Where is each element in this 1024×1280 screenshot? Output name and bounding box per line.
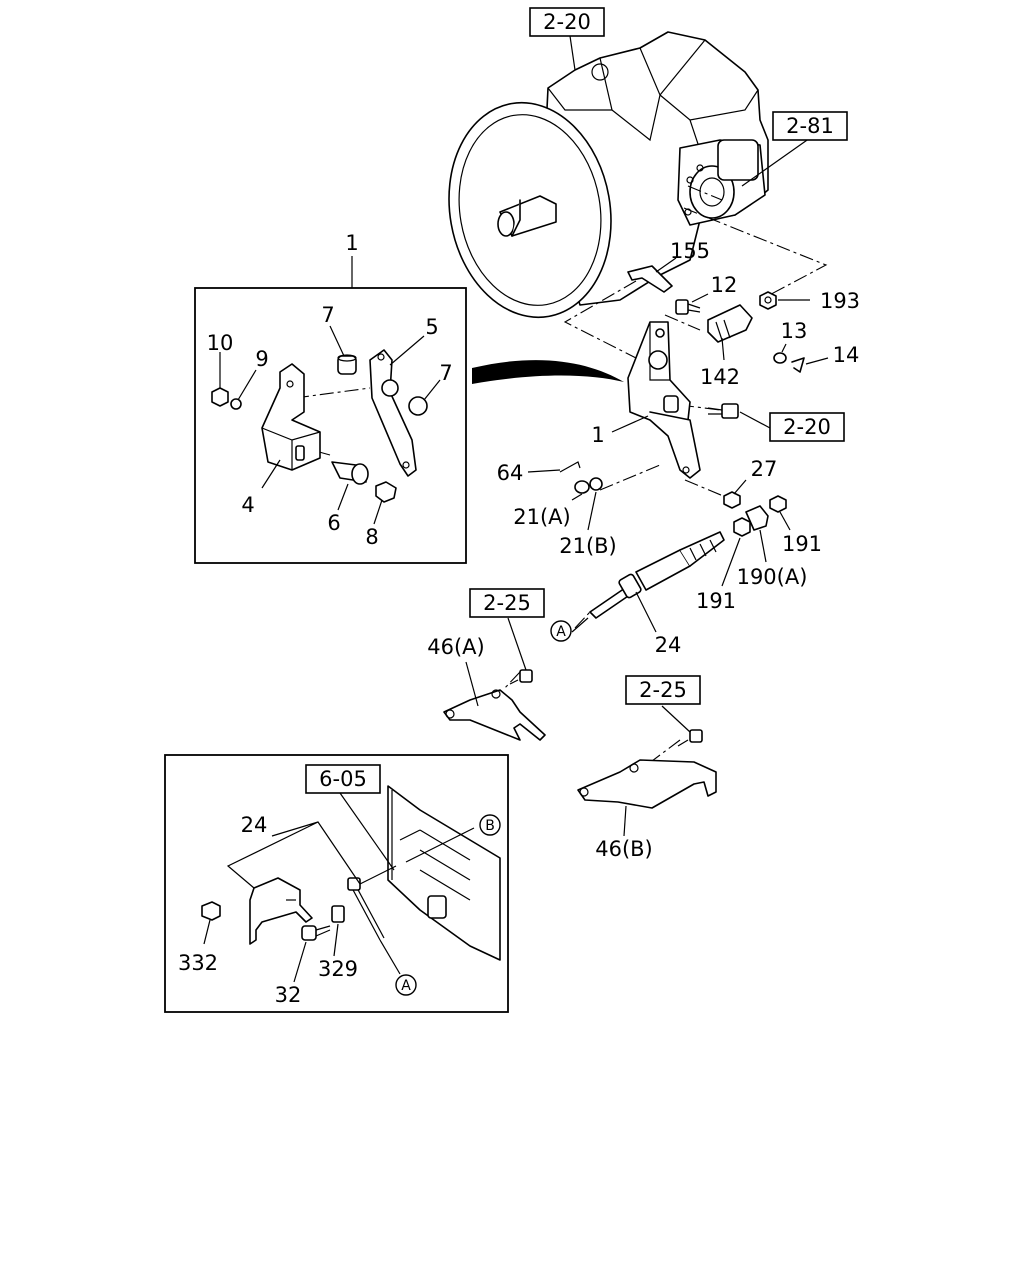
ref-box-2-25-b[interactable]: 2-25	[625, 675, 701, 705]
label-27: 27	[751, 457, 778, 481]
label-155: 155	[670, 239, 710, 263]
small-parts-main	[559, 265, 805, 537]
label-1-inset: 1	[345, 231, 358, 255]
label-142: 142	[700, 365, 740, 389]
svg-text:2-81: 2-81	[786, 114, 834, 138]
inset-cab-parts	[201, 785, 501, 961]
bracket-46b	[577, 729, 717, 809]
label-24: 24	[655, 633, 682, 657]
label-332: 332	[178, 951, 218, 975]
detail-arrow	[472, 360, 624, 384]
svg-text:A: A	[556, 624, 566, 640]
label-7a: 7	[321, 303, 334, 327]
ref-box-6-05[interactable]: 6-05	[305, 764, 381, 794]
callout-a-main: A	[550, 620, 572, 642]
part-labels: 1 10 9 7 5 7 4 6 8 155 12 193 13 14 142 …	[178, 231, 860, 1007]
callout-a-inset: A	[395, 974, 417, 996]
inset-box-bracket	[194, 287, 467, 564]
label-7b: 7	[439, 361, 452, 385]
svg-text:2-25: 2-25	[639, 678, 687, 702]
svg-text:2-20: 2-20	[543, 10, 591, 34]
label-13: 13	[781, 319, 808, 343]
transmission-housing	[448, 31, 769, 319]
label-21a: 21(A)	[513, 505, 570, 529]
control-cable	[589, 531, 725, 619]
ref-box-2-81[interactable]: 2-81	[772, 111, 848, 141]
label-190a: 190(A)	[737, 565, 808, 589]
callout-b-inset: B	[479, 814, 501, 836]
ref-box-2-25-a[interactable]: 2-25	[469, 588, 545, 618]
label-46a: 46(A)	[427, 635, 484, 659]
label-46b: 46(B)	[595, 837, 653, 861]
assembly-lines	[294, 185, 828, 771]
label-32: 32	[275, 983, 302, 1007]
leader-lines	[203, 35, 829, 983]
label-6: 6	[327, 511, 340, 535]
label-10: 10	[207, 331, 234, 355]
label-21b: 21(B)	[559, 534, 617, 558]
label-193: 193	[820, 289, 860, 313]
label-64: 64	[497, 461, 524, 485]
label-8: 8	[365, 525, 378, 549]
label-24-inset: 24	[241, 813, 268, 837]
bracket-46a	[443, 669, 546, 741]
label-5: 5	[425, 315, 438, 339]
label-191-right: 191	[782, 532, 822, 556]
svg-text:2-20: 2-20	[783, 415, 831, 439]
svg-text:B: B	[485, 818, 495, 834]
ref-box-2-20-bolt[interactable]: 2-20	[769, 412, 845, 442]
svg-text:A: A	[401, 978, 411, 994]
inset-box-cab	[164, 754, 509, 1013]
svg-text:2-25: 2-25	[483, 591, 531, 615]
label-12: 12	[711, 273, 738, 297]
inset-bracket-parts	[211, 349, 428, 503]
label-14: 14	[833, 343, 860, 367]
svg-text:6-05: 6-05	[319, 767, 367, 791]
ref-box-2-20-top[interactable]: 2-20	[529, 7, 605, 37]
label-9: 9	[255, 347, 268, 371]
label-191-left: 191	[696, 589, 736, 613]
label-329: 329	[318, 957, 358, 981]
label-1-main: 1	[591, 423, 604, 447]
shift-bracket-main	[627, 321, 701, 479]
label-4: 4	[241, 493, 254, 517]
